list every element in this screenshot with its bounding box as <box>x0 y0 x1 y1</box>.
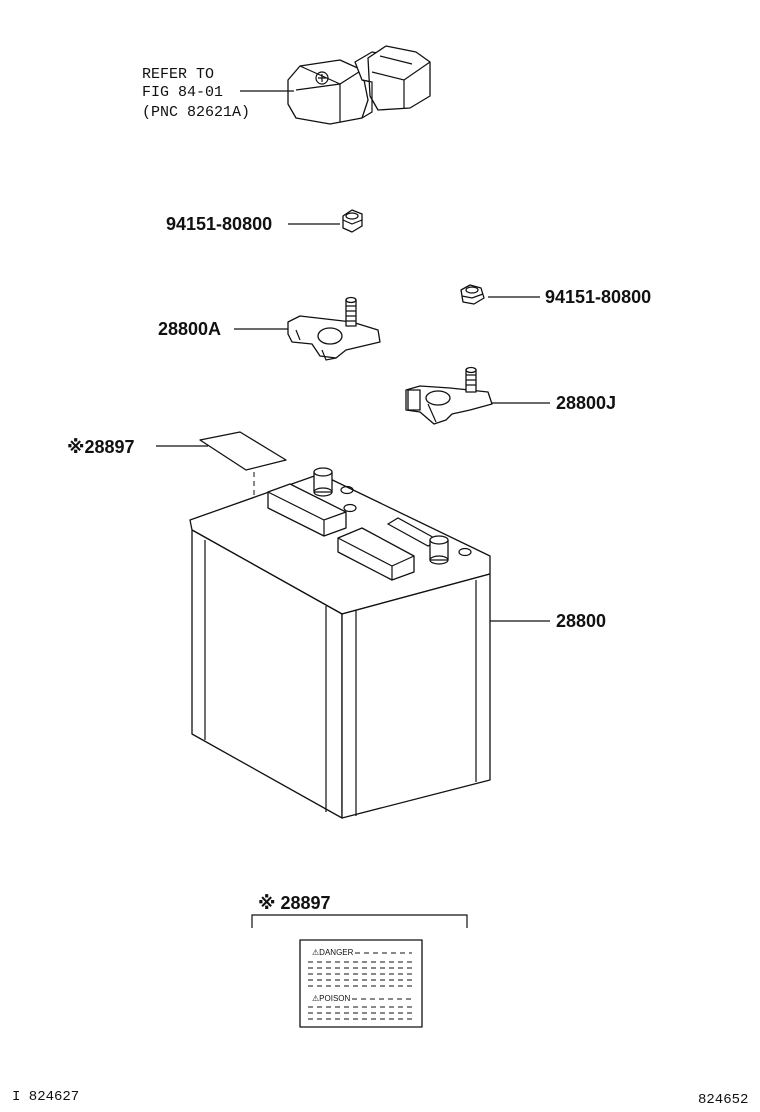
danger-heading: ⚠DANGER <box>312 948 354 957</box>
terminal-clamp-icon <box>287 296 381 361</box>
nut-icon <box>460 284 485 305</box>
battery-callout: 28800 <box>556 611 606 631</box>
nut-upper-callout: 94151-80800 <box>166 214 272 234</box>
warning-label-sheet: ⚠DANGER ⚠POISON <box>299 939 423 1028</box>
refer-text-line1: REFER TO <box>142 66 214 83</box>
refer-text-line3: (PNC 82621A) <box>142 104 250 121</box>
label-part-callout: ※28897 <box>67 437 135 457</box>
terminal-j-callout: 28800J <box>556 393 616 413</box>
footer-left-code: I 824627 <box>12 1089 79 1105</box>
terminal-clamp-icon <box>405 366 493 425</box>
terminal-a-callout: 28800A <box>158 319 221 339</box>
refer-text-line2: FIG 84-01 <box>142 84 223 101</box>
nut-right-callout: 94151-80800 <box>545 287 651 307</box>
poison-heading: ⚠POISON <box>312 994 351 1003</box>
label-detail-callout: ※ 28897 <box>258 893 331 913</box>
terminal-cover-icon <box>287 45 431 125</box>
battery-illustration <box>189 467 491 819</box>
footer-right-code: 824652 <box>698 1092 748 1108</box>
warning-label-icon <box>199 431 287 471</box>
nut-icon <box>342 209 363 233</box>
label-detail-bracket <box>251 914 468 928</box>
